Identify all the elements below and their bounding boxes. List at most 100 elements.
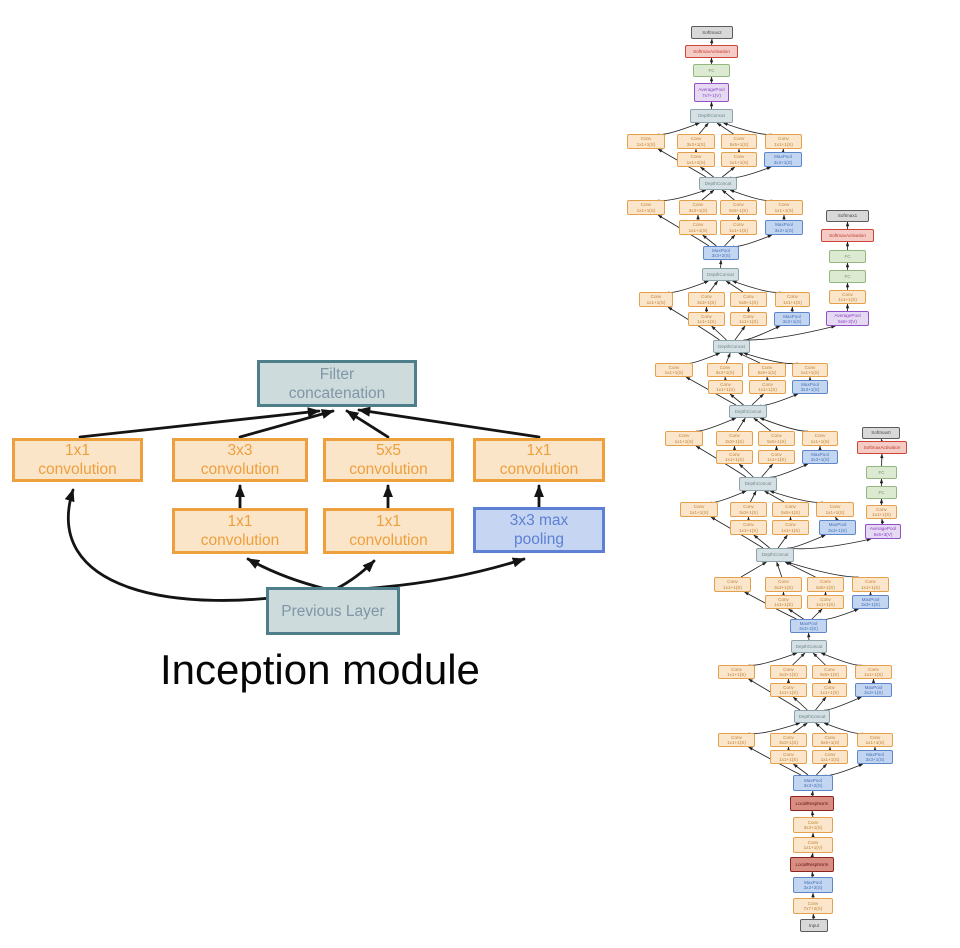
node-fc2: FC bbox=[693, 64, 730, 77]
arrow bbox=[810, 790, 814, 797]
node-lrn2: LocalRespNorm bbox=[790, 796, 834, 811]
node-c4a: DepthConcat bbox=[756, 548, 794, 562]
arrow bbox=[748, 678, 801, 711]
arrow bbox=[810, 810, 815, 818]
inception-module-arrows bbox=[64, 406, 545, 602]
node-c4d: DepthConcat bbox=[713, 340, 750, 353]
arrow bbox=[812, 652, 826, 666]
arrow bbox=[729, 393, 744, 406]
arrow bbox=[750, 490, 757, 503]
arrow bbox=[792, 696, 808, 711]
arrow bbox=[721, 189, 735, 201]
node-previous-layer: Previous Layer bbox=[266, 587, 400, 635]
arrow bbox=[738, 352, 761, 364]
arrow bbox=[695, 445, 747, 478]
arrow bbox=[710, 516, 764, 549]
arrow bbox=[816, 763, 827, 776]
arrow bbox=[667, 306, 720, 341]
arrow bbox=[345, 409, 390, 439]
node-x0sm: Softmax0 bbox=[862, 427, 900, 439]
node-c4e: DepthConcat bbox=[702, 268, 739, 281]
arrow bbox=[64, 488, 324, 602]
arrow bbox=[880, 438, 885, 444]
node-inp: Input bbox=[800, 919, 828, 932]
arrow bbox=[792, 722, 808, 734]
arrow bbox=[736, 417, 746, 432]
node-x1sa: SoftmaxActivation bbox=[821, 229, 874, 242]
arrow bbox=[786, 561, 859, 578]
arrow bbox=[721, 166, 736, 178]
node-c5a: DepthConcat bbox=[699, 177, 737, 190]
arrow bbox=[751, 393, 764, 406]
arrow bbox=[815, 722, 827, 734]
arrow bbox=[788, 608, 804, 620]
arrow bbox=[792, 763, 809, 776]
arrow bbox=[698, 122, 709, 135]
arrow bbox=[699, 166, 714, 178]
arrow bbox=[811, 608, 823, 620]
node-lrn1: LocalRespNorm bbox=[790, 857, 834, 872]
figure-caption: Inception module bbox=[160, 646, 480, 693]
arrow bbox=[725, 280, 744, 293]
node-c4c: DepthConcat bbox=[729, 405, 767, 418]
arrow bbox=[812, 913, 816, 920]
arrow bbox=[701, 189, 715, 201]
arrow bbox=[657, 148, 707, 178]
arrow bbox=[238, 409, 335, 439]
node-c5b: DepthConcat bbox=[690, 109, 733, 123]
arrow bbox=[734, 325, 746, 341]
arrow bbox=[748, 746, 802, 776]
node-c3a: DepthConcat bbox=[794, 710, 830, 723]
arrow bbox=[753, 417, 772, 432]
arrow bbox=[740, 561, 767, 578]
node-x1f2: FC bbox=[829, 250, 866, 263]
